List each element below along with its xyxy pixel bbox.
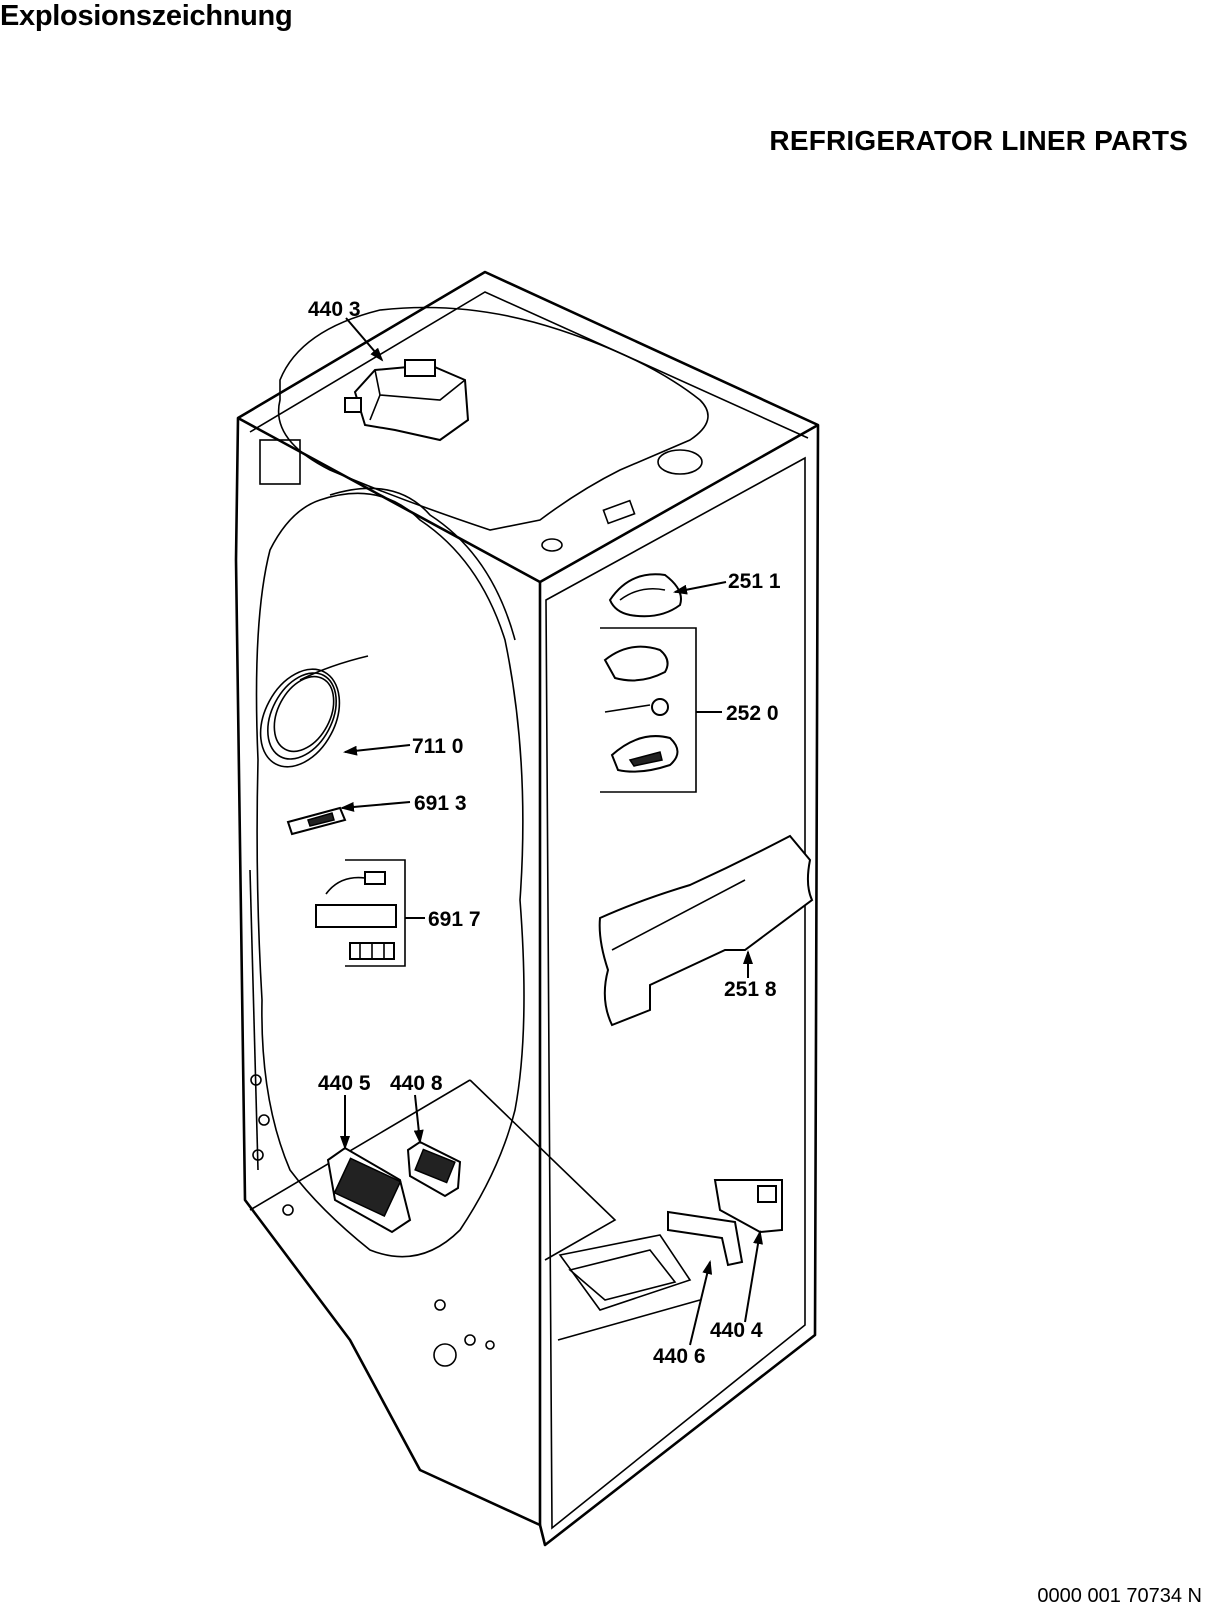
callout-2518: 251 8 — [724, 978, 777, 1001]
callout-7110: 711 0 — [412, 735, 463, 758]
leader-lines — [340, 317, 763, 1346]
document-number: 0000 001 70734 N — [1037, 1585, 1202, 1607]
callout-2520: 252 0 — [726, 702, 779, 725]
part-4405-fan-grille — [326, 1146, 412, 1234]
part-2518-shelf-rail — [598, 834, 814, 1027]
part-4406-bracket — [667, 1210, 744, 1267]
callout-4404: 440 4 — [710, 1319, 763, 1342]
part-6913-sensor — [286, 806, 347, 836]
part-6917-sensor-kit — [315, 859, 406, 967]
side-liner-panel — [250, 439, 525, 1367]
callout-4408: 440 8 — [390, 1072, 443, 1095]
bottom-drawer-frame — [557, 1234, 701, 1341]
callout-4405: 440 5 — [318, 1072, 371, 1095]
part-4403-control-housing — [344, 359, 470, 442]
part-4404-bracket — [713, 1179, 783, 1234]
callout-4406: 440 6 — [653, 1345, 706, 1368]
page-heading: Explosionszeichnung — [0, 0, 293, 32]
part-4408-small-grille — [406, 1140, 462, 1198]
cabinet-outline — [234, 270, 820, 1547]
callout-6917: 691 7 — [428, 908, 481, 931]
top-fittings — [541, 449, 703, 552]
callout-6913: 691 3 — [414, 792, 467, 815]
part-2511-lamp-cover — [608, 573, 682, 618]
callout-2511: 251 1 — [728, 570, 781, 593]
part-2520-lamp-assembly — [600, 627, 697, 793]
callout-4403: 440 3 — [308, 298, 361, 321]
part-7110-coiled-tube — [259, 655, 369, 768]
section-title: REFRIGERATOR LINER PARTS — [769, 125, 1188, 156]
